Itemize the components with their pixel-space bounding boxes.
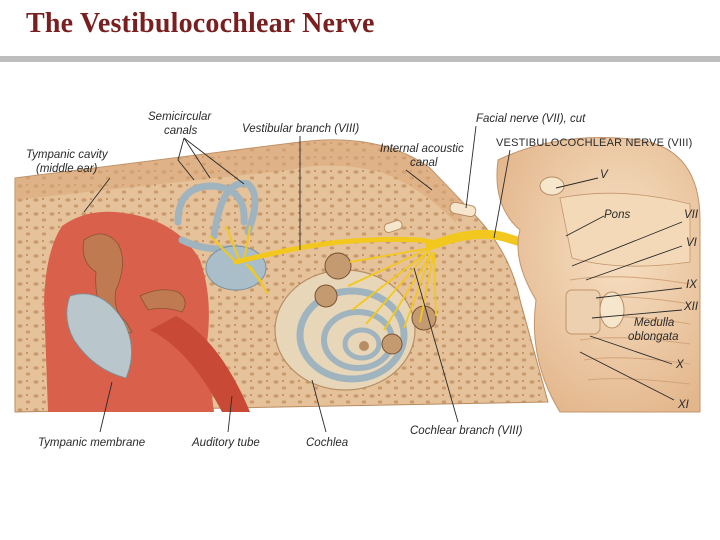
label-tympanic-membrane: Tympanic membrane — [38, 437, 145, 449]
label-tympanic-cavity: Tympanic cavity — [26, 149, 109, 161]
vestibular-fibers — [209, 225, 269, 295]
label-canals: canals — [164, 125, 197, 137]
trigeminal-stump — [539, 176, 565, 196]
label-nerve-vi: VI — [686, 237, 698, 249]
label-oblongata: oblongata — [628, 331, 679, 343]
cortical-bone — [15, 139, 470, 222]
label-nerve-ix: IX — [686, 279, 698, 291]
title-divider — [0, 56, 720, 62]
cochlea — [274, 269, 416, 391]
cranial-nerve-rootlets — [565, 289, 601, 335]
slide-title: The Vestibulocochlear Nerve — [26, 8, 375, 39]
label-middle-ear: (middle ear) — [36, 163, 98, 175]
label-canal: canal — [410, 157, 438, 169]
label-cochlea: Cochlea — [306, 437, 348, 449]
tympanic-membrane — [66, 293, 132, 379]
medulla-olive — [599, 291, 625, 329]
label-pons: Pons — [604, 209, 630, 221]
label-cochlear-branch: Cochlear branch (VIII) — [410, 425, 523, 437]
pons — [559, 192, 691, 267]
label-nerve-v: V — [600, 169, 609, 181]
ossicles — [82, 233, 133, 334]
label-nerve-xi: XI — [677, 399, 690, 411]
label-nerve-xii: XII — [683, 301, 699, 313]
label-medulla: Medulla — [634, 317, 674, 329]
cochlear-branch-fibers — [347, 247, 437, 331]
label-vestibular-branch: Vestibular branch (VIII) — [242, 123, 359, 135]
label-nerve-vii: VII — [684, 209, 699, 221]
label-internal-acoustic: Internal acoustic — [380, 143, 464, 155]
label-semicircular: Semicircular — [148, 111, 212, 123]
facial-nerve-stump-2 — [383, 219, 403, 233]
cochlear-sections — [314, 252, 437, 355]
label-facial-nerve: Facial nerve (VII), cut — [476, 113, 586, 125]
vestibular-branch — [233, 236, 443, 265]
label-nerve-x: X — [675, 359, 685, 371]
auditory-tube-wall — [150, 316, 250, 412]
facial-nerve-stump — [449, 201, 477, 218]
label-vestibulocochlear-nerve: VESTIBULOCOCHLEAR NERVE (VIII) — [496, 137, 693, 149]
stapes — [139, 289, 186, 313]
leader-lines — [83, 125, 683, 433]
label-auditory-tube: Auditory tube — [191, 437, 260, 449]
